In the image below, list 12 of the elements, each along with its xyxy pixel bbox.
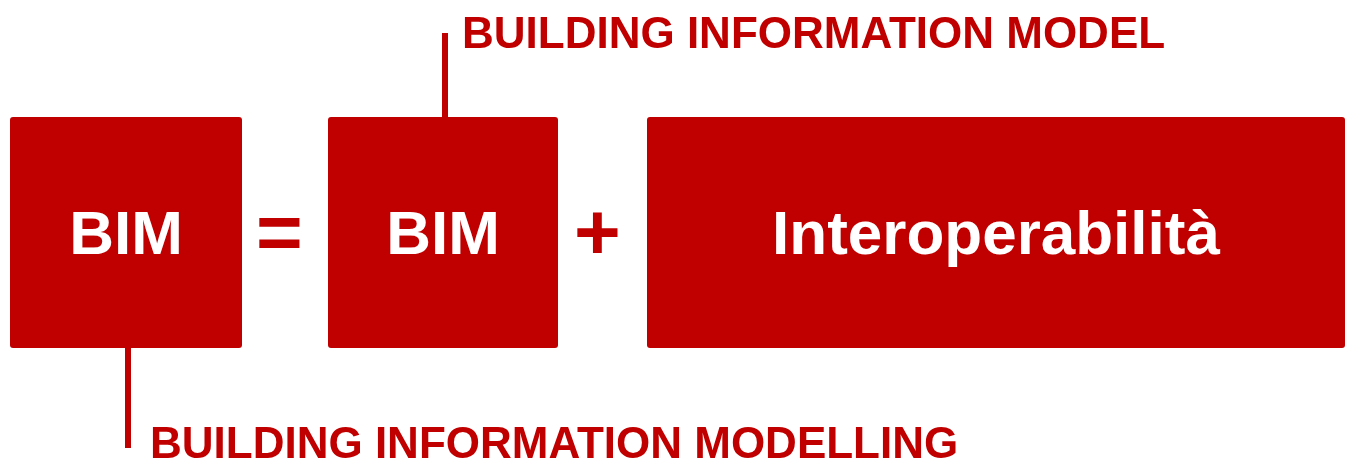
term-box [647, 117, 1345, 348]
leader-line [125, 348, 131, 448]
definition-label: BUILDING INFORMATION MODEL [462, 8, 1166, 58]
definition-label: BUILDING INFORMATION MODELLING [150, 418, 959, 468]
leader-line [442, 33, 448, 117]
term-text: Interoperabilità [772, 197, 1220, 268]
operator-symbol: = [256, 192, 303, 272]
term-text: BIM [69, 197, 183, 268]
term-text: BIM [386, 197, 500, 268]
term-box [328, 117, 558, 348]
operator-symbol: + [574, 192, 621, 272]
term-box [10, 117, 242, 348]
